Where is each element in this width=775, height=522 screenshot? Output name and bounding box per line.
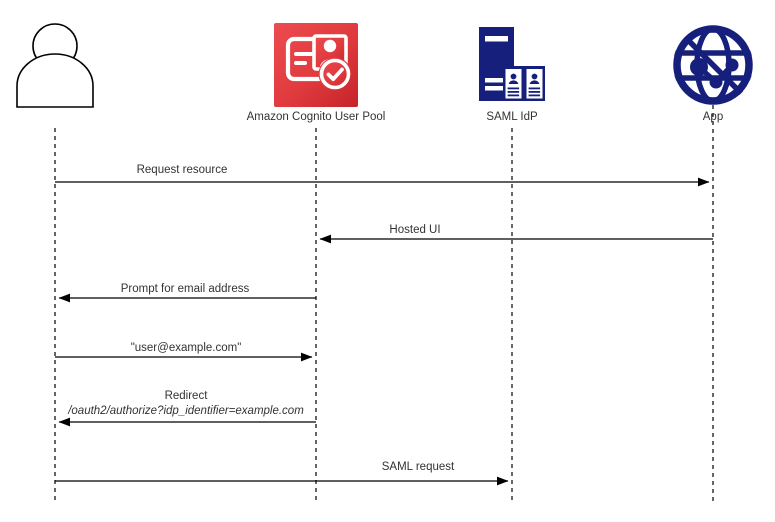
app-globe-network-icon xyxy=(673,25,753,105)
participant-cognito[interactable]: Amazon Cognito User Pool xyxy=(247,23,386,123)
message-saml-request[interactable]: SAML request xyxy=(55,461,509,486)
user-actor-body-icon xyxy=(16,53,94,108)
message-request-resource[interactable]: Request resource xyxy=(55,164,710,187)
participant-label-app: App xyxy=(703,111,723,123)
message-label-saml-request: SAML request xyxy=(382,461,455,473)
message-redirect[interactable]: Redirect /oauth2/authorize?idp_identifie… xyxy=(58,390,316,427)
saml-idp-server-directory-icon xyxy=(479,27,545,101)
participant-label-saml-idp: SAML IdP xyxy=(486,111,538,123)
message-label-request-resource: Request resource xyxy=(137,164,228,176)
participant-app[interactable]: App xyxy=(673,25,753,123)
participant-saml-idp[interactable]: SAML IdP xyxy=(479,27,545,123)
message-label-redirect-line2: /oauth2/authorize?idp_identifier=example… xyxy=(67,405,304,417)
message-label-prompt-for-email-address: Prompt for email address xyxy=(121,283,250,295)
participant-label-cognito: Amazon Cognito User Pool xyxy=(247,111,386,123)
participant-user[interactable] xyxy=(16,23,94,108)
amazon-cognito-user-pool-icon xyxy=(274,23,358,107)
lifelines-group xyxy=(54,105,714,502)
message-user-email[interactable]: "user@example.com" xyxy=(55,342,313,362)
message-hosted-ui[interactable]: Hosted UI xyxy=(319,224,713,244)
message-label-redirect-line1: Redirect xyxy=(165,390,209,402)
message-label-user-email: "user@example.com" xyxy=(131,342,242,354)
message-prompt-for-email-address[interactable]: Prompt for email address xyxy=(58,283,316,303)
message-label-hosted-ui: Hosted UI xyxy=(389,224,440,236)
